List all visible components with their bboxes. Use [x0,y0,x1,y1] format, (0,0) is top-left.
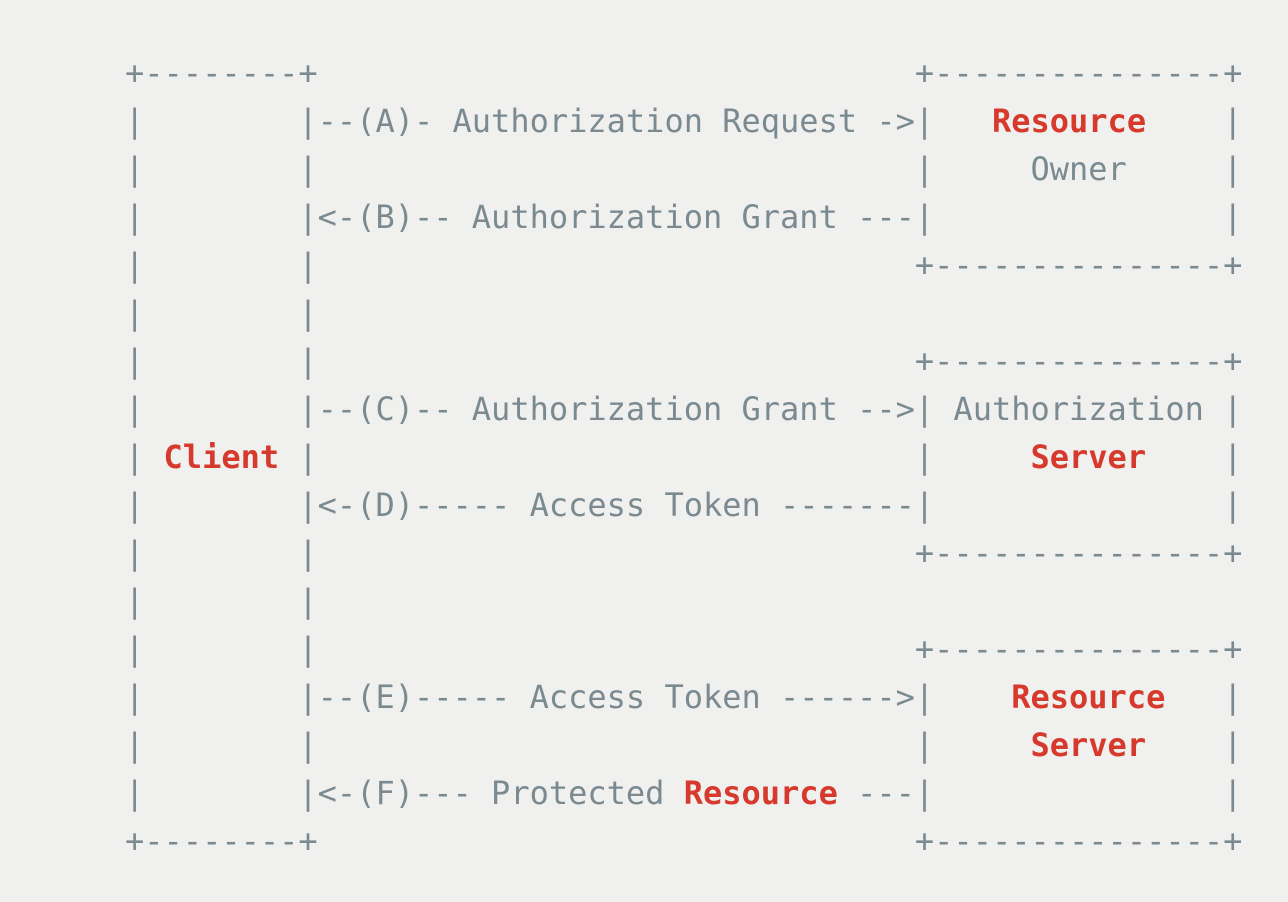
highlighted-term: Resource [683,774,838,812]
highlighted-term: Server [1030,726,1147,764]
diagram-line: | |--(E)----- Access Token ------>| Reso… [125,678,1243,716]
diagram-line: | | +---------------+ [125,534,1243,572]
diagram-line: +--------+ +---------------+ [125,822,1243,860]
highlighted-term: Resource [991,102,1147,140]
diagram-line: | |--(A)- Authorization Request ->| Reso… [125,102,1243,140]
diagram-line: | Client | | Server | [125,438,1243,476]
highlighted-term: Server [1030,438,1147,476]
highlighted-term: Resource [1011,678,1166,716]
oauth-abstract-flow-ascii-diagram: +--------+ +---------------+ | |--(A)- A… [125,49,1242,865]
diagram-line: | | [125,582,318,620]
diagram-line: | | | Server | [125,726,1243,764]
diagram-line: | | | Owner | [125,150,1243,188]
diagram-line: | |--(C)-- Authorization Grant -->| Auth… [125,390,1243,428]
diagram-line: | | +---------------+ [125,246,1243,284]
highlighted-term: Client [163,438,280,476]
diagram-line: | | +---------------+ [125,342,1243,380]
diagram-line: | |<-(B)-- Authorization Grant ---| | [125,198,1243,236]
diagram-line: +--------+ +---------------+ [125,54,1243,92]
diagram-line: | | [125,294,318,332]
diagram-line: | |<-(F)--- Protected Resource ---| | [125,774,1243,812]
diagram-line: | |<-(D)----- Access Token -------| | [125,486,1243,524]
diagram-line: | | +---------------+ [125,630,1243,668]
